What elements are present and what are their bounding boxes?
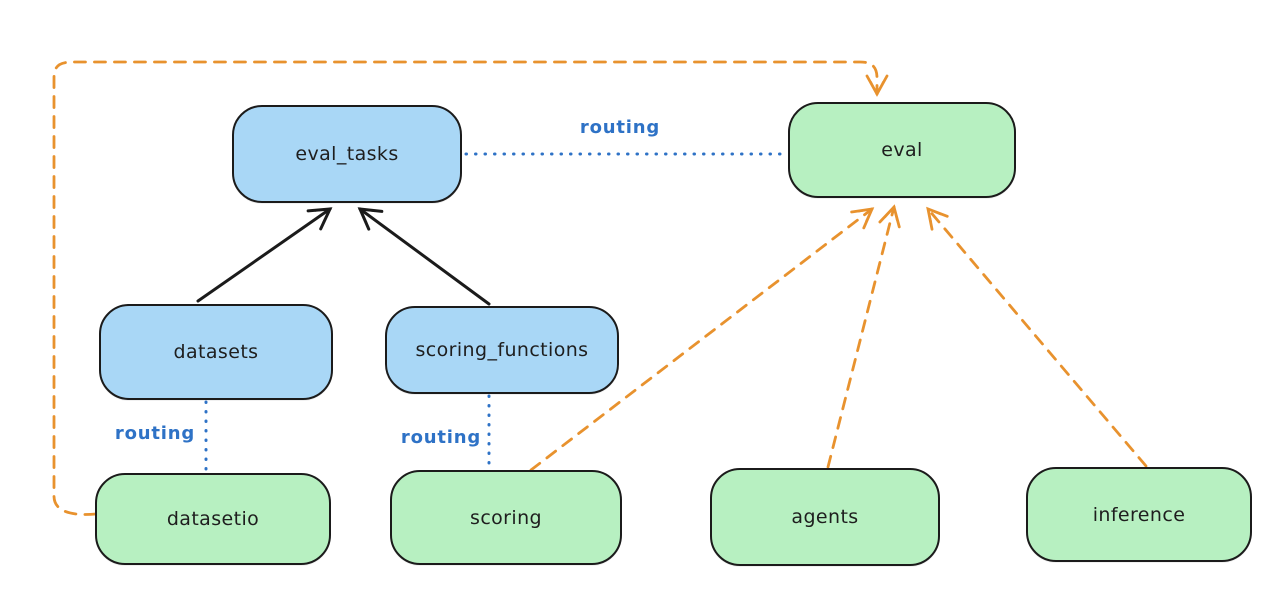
node-agents-label: agents: [791, 506, 859, 528]
node-datasetio-label: datasetio: [166, 508, 260, 530]
edge-agents-to-eval: [826, 204, 901, 469]
node-agents: agents: [710, 468, 940, 566]
edge-label-routing-datasets: routing: [114, 423, 196, 444]
node-scoring-functions-label: scoring_functions: [415, 339, 589, 361]
node-eval-label: eval: [881, 139, 923, 161]
edge-label-routing-scoring: routing: [400, 427, 482, 448]
node-scoring-functions: scoring_functions: [385, 306, 619, 394]
node-datasets-label: datasets: [173, 341, 259, 363]
node-datasets: datasets: [99, 304, 333, 400]
edge-label-routing-top: routing: [579, 117, 661, 138]
edge-scoring-functions-to-eval-tasks: [357, 207, 491, 306]
edge-datasets-to-eval-tasks: [196, 207, 333, 303]
edge-scoring-to-eval: [529, 207, 875, 472]
node-datasetio: datasetio: [95, 473, 331, 565]
edge-datasetio-to-eval: [52, 60, 889, 516]
edge-inference-to-eval: [926, 206, 1148, 468]
node-eval-tasks-label: eval_tasks: [295, 143, 399, 165]
node-scoring-label: scoring: [470, 506, 542, 529]
node-eval: eval: [788, 102, 1016, 198]
node-eval-tasks: eval_tasks: [232, 105, 462, 203]
node-inference: inference: [1026, 467, 1252, 562]
node-inference-label: inference: [1092, 503, 1186, 526]
node-scoring: scoring: [390, 470, 622, 565]
